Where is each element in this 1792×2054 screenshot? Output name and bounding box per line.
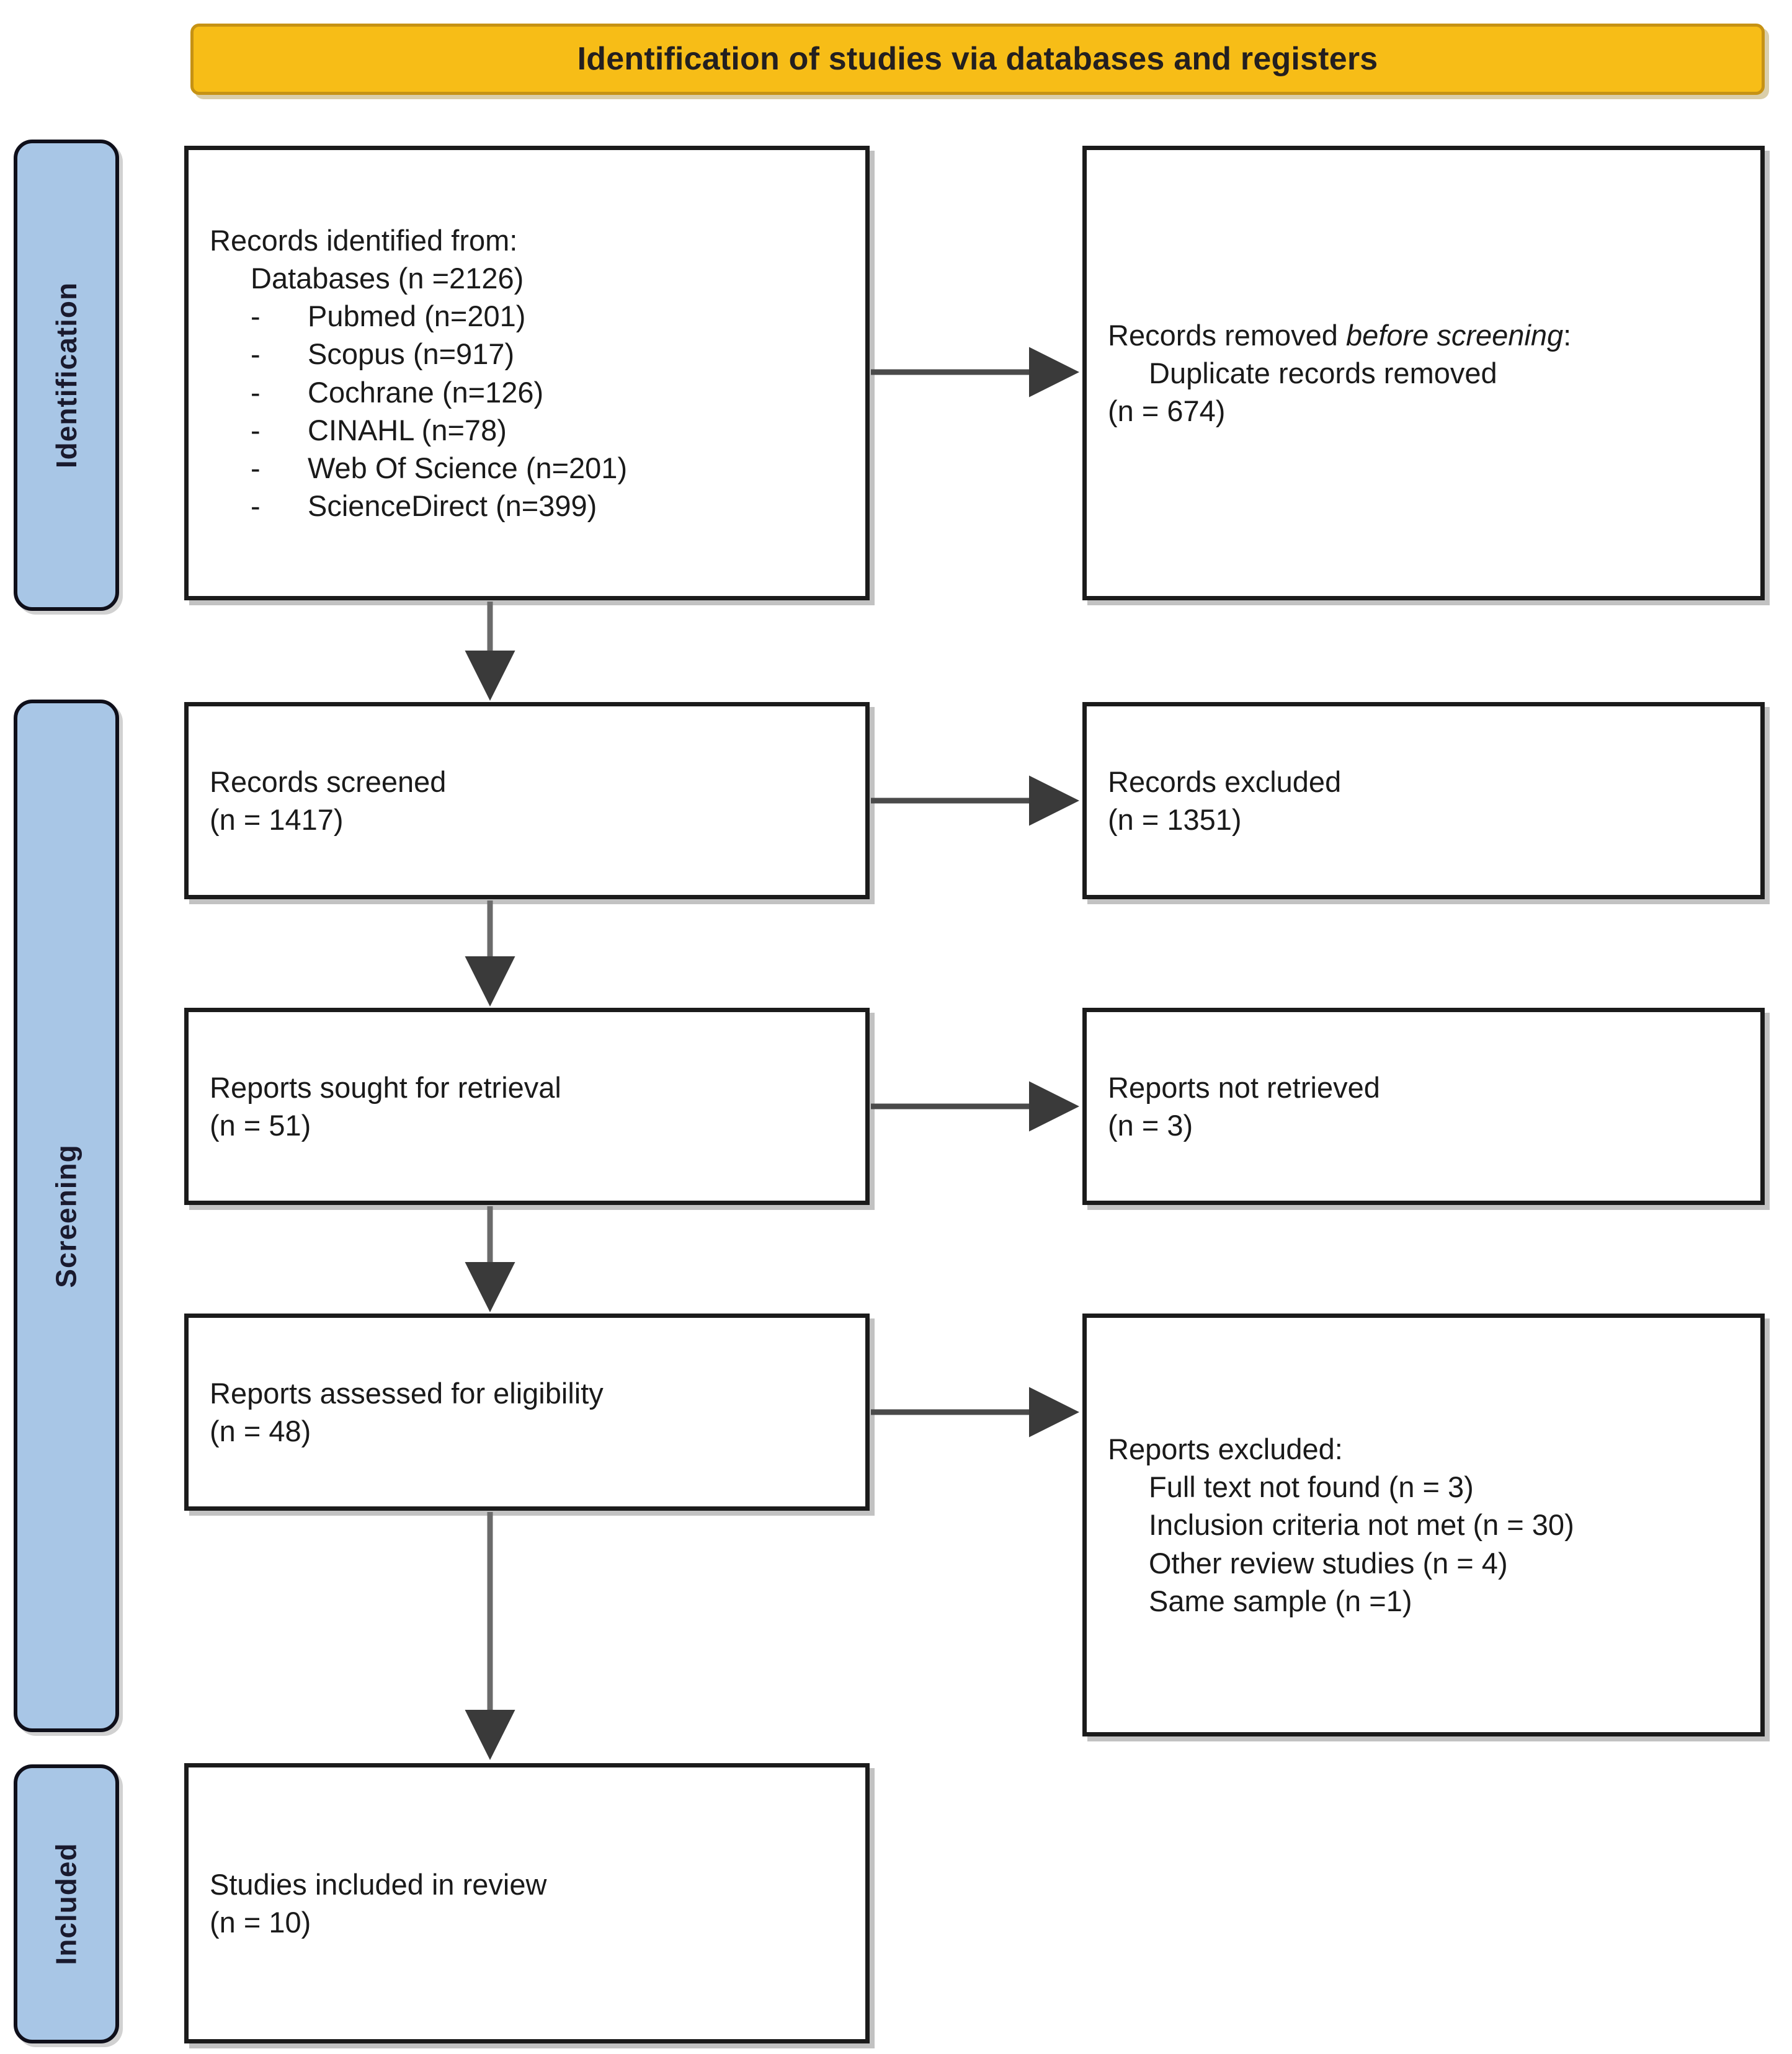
reports-not-retrieved-label: Reports not retrieved xyxy=(1108,1070,1380,1104)
records-excluded-count: (n = 1351) xyxy=(1108,803,1242,836)
records-removed-heading-italic: before screening xyxy=(1346,318,1564,352)
bullet-marker-icon: - xyxy=(251,489,261,522)
records-removed-heading: Records removed before screening: xyxy=(1108,316,1739,354)
studies-included-label: Studies included in review xyxy=(210,1867,547,1901)
bullet-marker-icon: - xyxy=(251,375,261,409)
reports-excluded-heading: Reports excluded: xyxy=(1108,1433,1343,1466)
page-title: Identification of studies via databases … xyxy=(577,40,1378,77)
box-reports-not-retrieved: Reports not retrieved (n = 3) xyxy=(1082,1008,1765,1205)
reports-assessed-count: (n = 48) xyxy=(210,1415,311,1447)
reports-not-retrieved-count: (n = 3) xyxy=(1108,1109,1193,1142)
reports-excluded-reason-same-sample: Same sample (n =1) xyxy=(1149,1584,1412,1617)
source-label-web-of-science: Web Of Science (n=201) xyxy=(308,451,628,484)
duplicate-records-removed-count: (n = 674) xyxy=(1108,394,1226,428)
source-row-sciencedirect: - ScienceDirect (n=399) xyxy=(210,487,844,525)
reports-excluded-reason-inclusion-criteria: Inclusion criteria not met (n = 30) xyxy=(1149,1508,1574,1542)
duplicate-records-removed-label: Duplicate records removed xyxy=(1149,356,1497,389)
box-studies-included: Studies included in review (n = 10) xyxy=(184,1763,870,2043)
source-label-cochrane: Cochrane (n=126) xyxy=(308,375,544,409)
source-row-pubmed: - Pubmed (n=201) xyxy=(210,297,844,335)
source-row-cochrane: - Cochrane (n=126) xyxy=(210,373,844,411)
source-label-cinahl: CINAHL (n=78) xyxy=(308,413,507,447)
box-records-removed: Records removed before screening: Duplic… xyxy=(1082,146,1765,600)
records-screened-label: Records screened xyxy=(210,765,447,798)
reports-assessed-label: Reports assessed for eligibility xyxy=(210,1376,604,1410)
reports-sought-label: Reports sought for retrieval xyxy=(210,1070,561,1104)
stage-label-identification: Identification xyxy=(14,140,119,611)
source-label-pubmed: Pubmed (n=201) xyxy=(308,300,526,333)
box-records-excluded: Records excluded (n = 1351) xyxy=(1082,702,1765,899)
records-identified-databases: Databases (n =2126) xyxy=(251,262,524,295)
box-reports-assessed: Reports assessed for eligibility (n = 48… xyxy=(184,1314,870,1511)
box-records-screened: Records screened (n = 1417) xyxy=(184,702,870,899)
bullet-marker-icon: - xyxy=(251,337,261,371)
records-removed-heading-plain: Records removed xyxy=(1108,318,1346,352)
box-records-identified: Records identified from: Databases (n =2… xyxy=(184,146,870,600)
source-row-web-of-science: - Web Of Science (n=201) xyxy=(210,449,844,487)
records-identified-heading: Records identified from: xyxy=(210,224,518,257)
box-reports-excluded: Reports excluded: Full text not found (n… xyxy=(1082,1314,1765,1736)
reports-excluded-reason-full-text: Full text not found (n = 3) xyxy=(1149,1470,1474,1504)
source-row-cinahl: - CINAHL (n=78) xyxy=(210,411,844,449)
reports-sought-count: (n = 51) xyxy=(210,1109,311,1142)
records-screened-count: (n = 1417) xyxy=(210,803,344,836)
source-row-scopus: - Scopus (n=917) xyxy=(210,335,844,373)
stage-label-included: Included xyxy=(14,1764,119,2043)
diagram-header-banner: Identification of studies via databases … xyxy=(190,24,1765,95)
source-label-sciencedirect: ScienceDirect (n=399) xyxy=(308,489,597,522)
source-label-scopus: Scopus (n=917) xyxy=(308,337,515,371)
studies-included-count: (n = 10) xyxy=(210,1906,311,1939)
bullet-marker-icon: - xyxy=(251,300,261,333)
bullet-marker-icon: - xyxy=(251,451,261,484)
box-reports-sought: Reports sought for retrieval (n = 51) xyxy=(184,1008,870,1205)
records-excluded-label: Records excluded xyxy=(1108,765,1342,798)
reports-excluded-reason-other-reviews: Other review studies (n = 4) xyxy=(1149,1546,1508,1580)
stage-label-screening: Screening xyxy=(14,700,119,1732)
bullet-marker-icon: - xyxy=(251,413,261,447)
records-removed-heading-colon: : xyxy=(1563,318,1572,352)
